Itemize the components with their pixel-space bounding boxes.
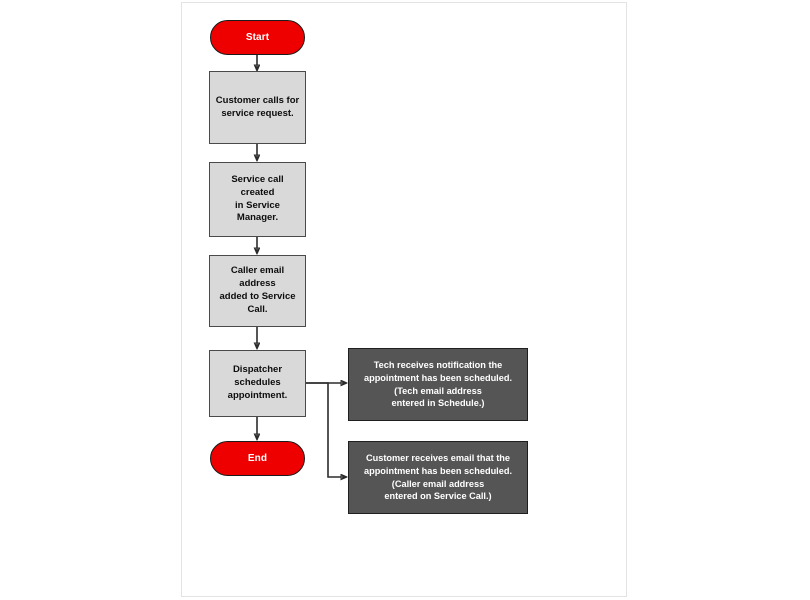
node-caller-email-added-label: Caller email address added to Service Ca… [219,265,296,315]
node-customer-notification[interactable]: Customer receives email that the appoint… [348,441,528,514]
node-end[interactable]: End [210,441,305,476]
node-customer-calls[interactable]: Customer calls for service request. [209,71,306,144]
node-tech-notification-label: Tech receives notification the appointme… [363,360,513,409]
node-caller-email-added[interactable]: Caller email address added to Service Ca… [209,255,306,327]
edge-dispatch-to-customer [306,382,346,477]
node-start-label: Start [245,32,270,43]
node-dispatcher-schedules-label: Dispatcher schedules appointment. [227,364,288,401]
node-customer-calls-label: Customer calls for service request. [215,94,300,119]
node-service-call-created[interactable]: Service call created in Service Manager. [209,162,306,237]
node-customer-notification-label: Customer receives email that the appoint… [363,453,513,502]
node-end-label: End [247,453,268,464]
node-dispatcher-schedules[interactable]: Dispatcher schedules appointment. [209,350,306,417]
node-service-call-created-label: Service call created in Service Manager. [231,173,284,224]
node-tech-notification[interactable]: Tech receives notification the appointme… [348,348,528,421]
node-start[interactable]: Start [210,20,305,55]
